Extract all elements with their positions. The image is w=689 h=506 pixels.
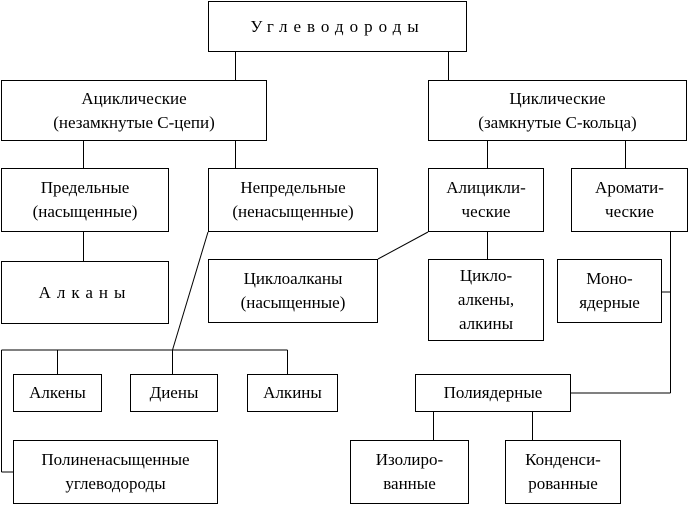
node-polynuclear: Полиядерные (415, 374, 571, 412)
node-hydrocarbons: Углеводороды (208, 1, 467, 52)
node-alkenes: Алкены (13, 374, 102, 412)
node-cyclic-title: Циклические (509, 88, 606, 108)
node-condensed-line1: Конденси- (525, 450, 601, 469)
node-alicyclic-line2: ческие (461, 202, 511, 221)
connector-unsaturated-bracket (172, 231, 209, 351)
node-cycloalkenes-line2: алкены, (457, 290, 515, 309)
node-polyunsaturated-line1: Полиненасыщенные (41, 450, 190, 469)
node-alkenes-label: Алкены (29, 383, 86, 402)
node-cycloalkenes: Цикло- алкены, алкины (428, 259, 544, 341)
node-saturated: Предельные (насыщенные) (1, 168, 169, 232)
node-polyunsaturated-line2: углеводороды (65, 474, 166, 493)
node-aromatic-line1: Аромати- (595, 178, 664, 197)
node-mononuclear: Моно- ядерные (557, 259, 662, 323)
node-aromatic-line2: ческие (605, 202, 654, 221)
node-condensed: Конденси- рованные (505, 440, 621, 504)
node-acyclic-subtitle: (незамкнутые С-цепи) (53, 112, 215, 132)
node-condensed-line2: рованные (528, 474, 598, 493)
node-cycloalkanes: Циклоалканы (насыщенные) (208, 259, 378, 323)
node-cyclic: Циклические (замкнутые С-кольца) (428, 80, 687, 141)
node-polynuclear-label: Полиядерные (443, 383, 543, 402)
node-cycloalkanes-subtitle: (насыщенные) (240, 293, 346, 312)
node-cycloalkanes-title: Циклоалканы (243, 269, 343, 288)
node-aromatic: Аромати- ческие (571, 168, 688, 232)
node-unsaturated-title: Непредельные (240, 178, 346, 197)
node-cyclic-subtitle: (замкнутые С-кольца) (478, 112, 637, 132)
node-dienes: Диены (130, 374, 218, 412)
node-acyclic: Ациклические (незамкнутые С-цепи) (1, 80, 267, 141)
node-isolated-line1: Изолиро- (375, 450, 444, 469)
node-dienes-label: Диены (149, 383, 199, 402)
node-isolated-line2: ванные (383, 474, 436, 493)
node-polyunsaturated: Полиненасыщенные углеводороды (13, 440, 218, 504)
node-hydrocarbons-label: Углеводороды (250, 16, 425, 36)
node-mononuclear-line2: ядерные (579, 293, 640, 312)
node-alicyclic: Алицикли- ческие (428, 168, 544, 232)
node-acyclic-title: Ациклические (81, 88, 187, 108)
node-alkynes-label: Алкины (263, 383, 322, 402)
node-alkynes: Алкины (247, 374, 338, 412)
node-unsaturated-subtitle: (ненасыщенные) (232, 202, 354, 221)
node-alkanes: Алканы (1, 261, 169, 324)
node-alicyclic-line1: Алицикли- (446, 178, 526, 197)
node-saturated-title: Предельные (40, 178, 130, 197)
connector-alicyclic-cycloalkanes (377, 231, 429, 260)
node-alkanes-label: Алканы (38, 282, 132, 302)
node-cycloalkenes-line3: алкины (458, 314, 514, 333)
node-mononuclear-line1: Моно- (586, 269, 633, 288)
node-unsaturated: Непредельные (ненасыщенные) (208, 168, 378, 232)
node-saturated-subtitle: (насыщенные) (32, 202, 138, 221)
node-isolated: Изолиро- ванные (350, 440, 469, 504)
node-cycloalkenes-line1: Цикло- (459, 266, 513, 285)
